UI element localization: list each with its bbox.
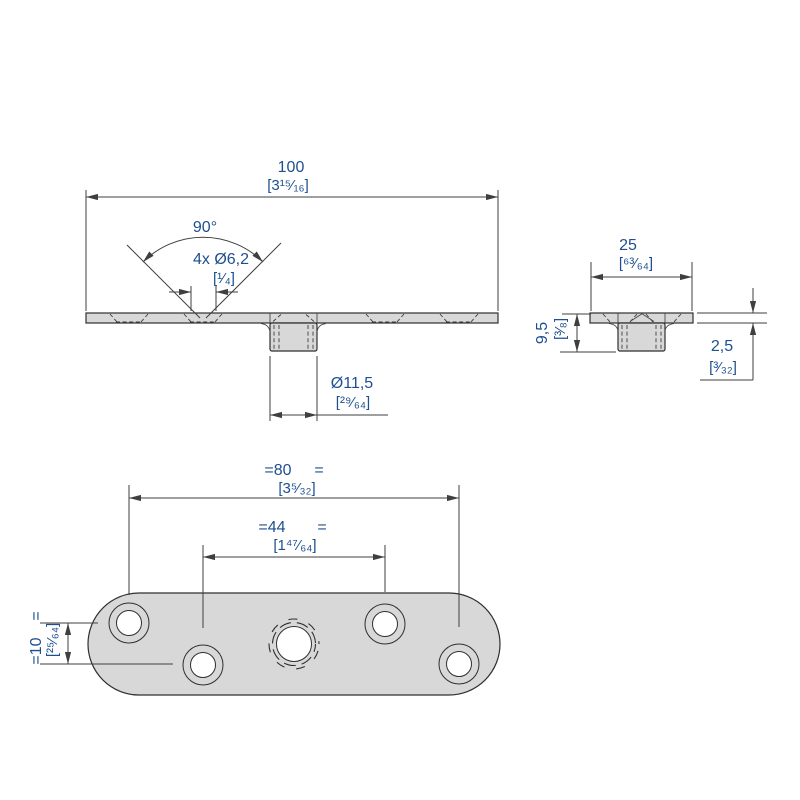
dim-hole-row-offset: =10 = [²⁵⁄₆₄] — [28, 611, 173, 665]
dim-inner-span-eq: = — [317, 519, 326, 536]
boss-fillet-left — [260, 323, 271, 333]
dim-height-mm: 9,5 — [534, 322, 551, 344]
end-hidden-lines — [602, 313, 682, 350]
dim-boss-mm: Ø11,5 — [331, 375, 374, 392]
front-boss — [269, 322, 318, 352]
dim-outer-hole-span: =80 = [3⁵⁄₃₂] — [128, 462, 460, 627]
end-boss — [617, 322, 666, 352]
countersunk-hole — [108, 602, 150, 644]
dim-boss-in: [²⁹⁄₆₄] — [336, 394, 370, 411]
plan-view: =80 = [3⁵⁄₃₂] =44 = [1⁴⁷⁄₆₄] =10 = [²⁵⁄₆… — [28, 462, 501, 696]
boss-fillet-right — [316, 323, 327, 333]
dim-overall-width: 100 [3¹⁵⁄₁₆] — [85, 159, 499, 311]
dim-row-offset-mm: =10 — [28, 637, 45, 664]
dim-outer-span-mm: =80 — [264, 462, 291, 479]
dim-inner-span-mm: =44 — [258, 519, 285, 536]
boss-thread-hidden-lines — [272, 314, 315, 350]
front-view: 100 [3¹⁵⁄₁₆] 90° 4x Ø6,2 [¹⁄₄] Ø11,5 [² — [85, 159, 499, 421]
dim-row-offset-eq: = — [28, 611, 45, 620]
dim-holes-mm: 4x Ø6,2 — [193, 251, 249, 268]
dim-outer-span-eq: = — [314, 462, 323, 479]
dim-angle-value: 90° — [193, 219, 217, 236]
dim-thickness-mm: 2,5 — [711, 338, 733, 355]
dim-depth-in: [⁶³⁄₆₄] — [619, 255, 653, 272]
dim-thickness: 2,5 [³⁄₃₂] — [697, 288, 767, 381]
dim-hole-diameter — [169, 286, 238, 311]
end-view: 25 [⁶³⁄₆₄] 9,5 [³⁄₈] 2,5 [³⁄₃₂] — [534, 237, 767, 381]
dim-inner-span-in: [1⁴⁷⁄₆₄] — [273, 537, 316, 554]
dim-height: 9,5 [³⁄₈] — [534, 313, 616, 353]
dim-depth-mm: 25 — [619, 237, 637, 254]
dim-holes-in: [¹⁄₄] — [213, 270, 235, 287]
boss-fillet-left — [608, 323, 619, 332]
countersink-hidden-lines — [109, 313, 479, 323]
dim-height-in: [³⁄₈] — [552, 318, 569, 340]
dim-inner-hole-span: =44 = [1⁴⁷⁄₆₄] — [202, 519, 386, 628]
boss-fillet-right — [664, 323, 675, 332]
countersunk-hole — [438, 643, 480, 685]
dim-outer-span-in: [3⁵⁄₃₂] — [278, 480, 315, 497]
dim-row-offset-in: [²⁵⁄₆₄] — [44, 623, 61, 657]
dim-width-mm: 100 — [278, 159, 305, 176]
countersunk-hole — [364, 603, 406, 645]
dim-width-in: [3¹⁵⁄₁₆] — [267, 177, 309, 194]
countersunk-hole — [182, 644, 224, 686]
dim-boss-diameter: Ø11,5 [²⁹⁄₆₄] — [269, 356, 388, 421]
threaded-hole — [268, 618, 320, 670]
center-chamfer-lines — [629, 313, 655, 322]
dim-thickness-in: [³⁄₃₂] — [709, 359, 737, 376]
dim-countersink-angle: 90° 4x Ø6,2 [¹⁄₄] — [126, 219, 282, 319]
dim-depth: 25 [⁶³⁄₆₄] — [590, 237, 693, 311]
